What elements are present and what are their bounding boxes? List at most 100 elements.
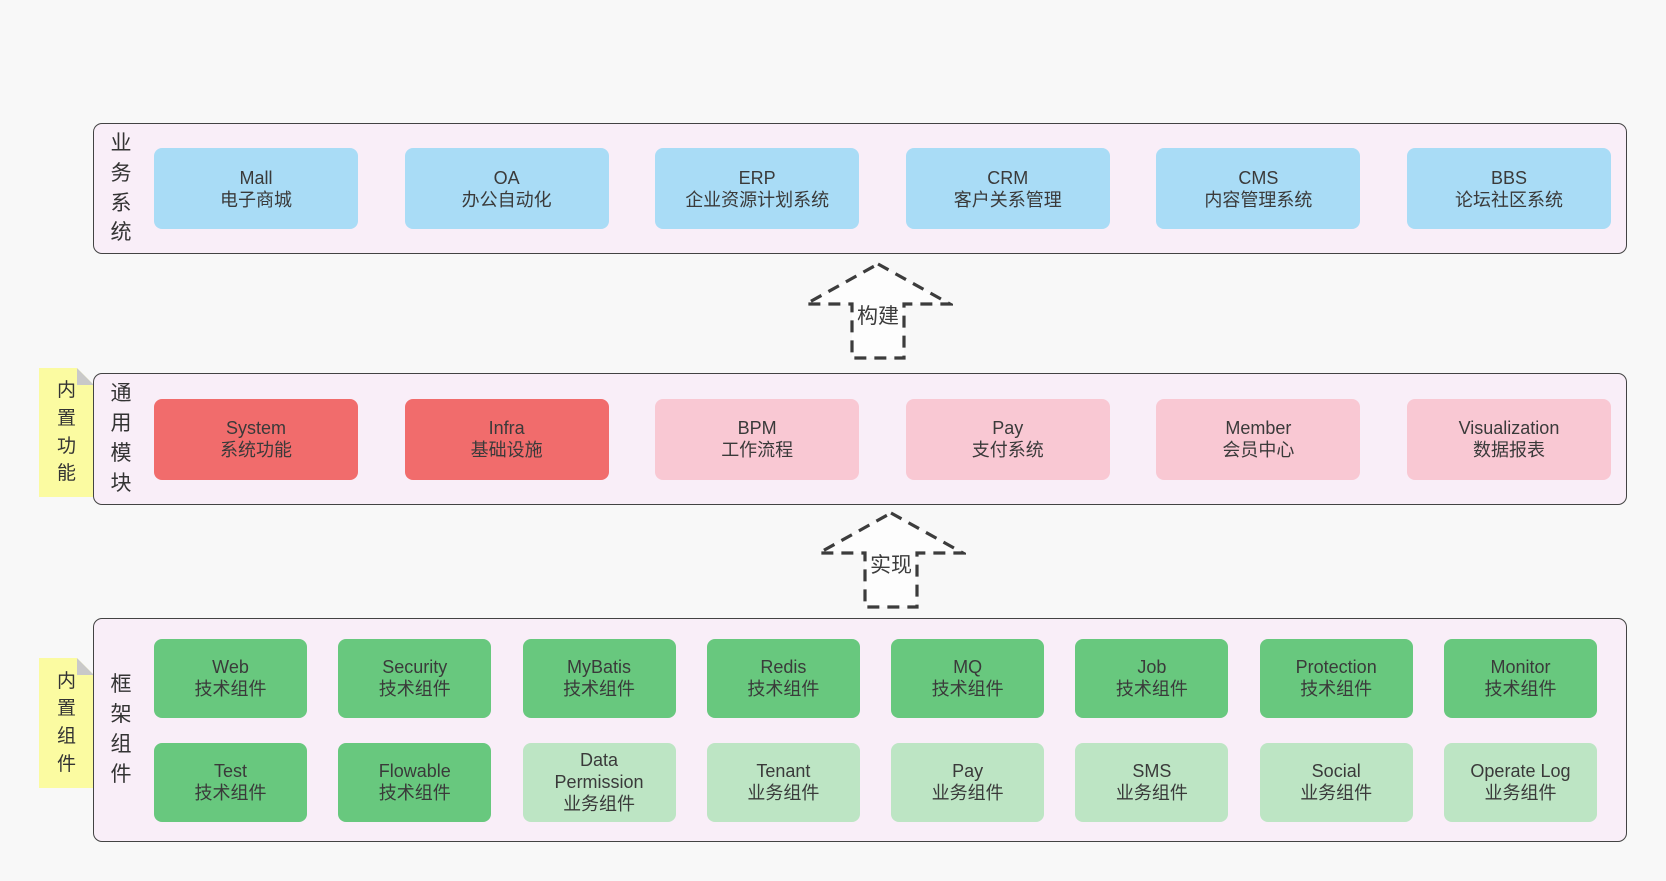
box-redis: Redis 技术组件 [706, 638, 860, 718]
common-modules-row: System 系统功能 Infra 基础设施 BPM 工作流程 Pay 支付系统… [148, 374, 1626, 504]
box-sms: SMS 业务组件 [1075, 742, 1229, 822]
layer-label-framework-components: 框架组件 [94, 619, 148, 841]
sticky-note-builtin-functions: 内置功能 [39, 368, 94, 497]
box-title: System [225, 418, 286, 438]
box-title: Test [213, 761, 247, 781]
box-subtitle: 业务组件 [563, 794, 636, 814]
layer-framework-components: 框架组件 Web 技术组件 Security 技术组件 MyBatis 技术组件… [93, 618, 1627, 842]
layer-business-systems: 业务系统 Mall 电子商城 OA 办公自动化 ERP 企业资源计划系统 CRM… [93, 123, 1627, 254]
tech-components-row: Web 技术组件 Security 技术组件 MyBatis 技术组件 Redi… [154, 638, 1597, 718]
box-oa: OA 办公自动化 [404, 148, 609, 229]
sticky-note-label: 内置功能 [56, 380, 76, 485]
layer-label-text: 框架组件 [110, 673, 132, 786]
business-systems-row: Mall 电子商城 OA 办公自动化 ERP 企业资源计划系统 CRM 客户关系… [148, 124, 1626, 253]
layer-label-business-systems: 业务系统 [94, 124, 148, 253]
box-title: Tenant [756, 761, 811, 781]
box-bpm: BPM 工作流程 [655, 398, 860, 480]
sticky-note-label: 内置组件 [56, 670, 76, 775]
box-job: Job 技术组件 [1075, 638, 1229, 718]
box-title: Monitor [1490, 657, 1551, 677]
box-subtitle: 客户关系管理 [953, 189, 1062, 210]
layer-common-modules: 通用模块 System 系统功能 Infra 基础设施 BPM 工作流程 Pay… [93, 373, 1627, 505]
box-subtitle: 技术组件 [194, 679, 267, 699]
box-data-permission: Data Permission 业务组件 [522, 742, 676, 822]
arrow-implement: 实现 [816, 511, 966, 609]
box-subtitle: 技术组件 [194, 783, 267, 803]
box-subtitle: 技术组件 [1300, 679, 1373, 699]
box-subtitle: 业务组件 [1484, 783, 1557, 803]
box-subtitle: 论坛社区系统 [1454, 189, 1563, 210]
box-mybatis: MyBatis 技术组件 [522, 638, 676, 718]
box-subtitle: 技术组件 [563, 679, 636, 699]
box-title: OA [493, 167, 520, 188]
box-subtitle: 支付系统 [971, 440, 1044, 460]
box-title: Infra [488, 418, 525, 438]
box-subtitle: 工作流程 [721, 440, 794, 460]
box-subtitle: 企业资源计划系统 [685, 189, 830, 210]
box-subtitle: 办公自动化 [461, 189, 552, 210]
box-social: Social 业务组件 [1259, 742, 1413, 822]
box-title: Job [1137, 657, 1167, 677]
box-protection: Protection 技术组件 [1259, 638, 1413, 718]
sticky-note-builtin-components: 内置组件 [39, 658, 94, 788]
up-arrow-icon [803, 262, 953, 360]
box-flowable: Flowable 技术组件 [338, 742, 492, 822]
box-title: Protection [1295, 657, 1377, 677]
box-title: Pay [992, 418, 1024, 438]
box-mq: MQ 技术组件 [891, 638, 1045, 718]
box-title: SMS [1132, 761, 1172, 781]
box-subtitle: 技术组件 [931, 679, 1004, 699]
biz-components-row: Test 技术组件 Flowable 技术组件 Data Permission … [154, 742, 1597, 822]
box-subtitle: 业务组件 [1300, 783, 1373, 803]
box-title: Social [1311, 761, 1361, 781]
box-title: ERP [738, 167, 776, 188]
box-subtitle: 技术组件 [1484, 679, 1557, 699]
box-subtitle: 系统功能 [220, 440, 292, 460]
box-mall: Mall 电子商城 [154, 148, 358, 229]
box-title: Operate Log [1470, 761, 1571, 781]
box-monitor: Monitor 技术组件 [1443, 638, 1597, 718]
box-title: Security [382, 657, 448, 677]
box-erp: ERP 企业资源计划系统 [655, 148, 860, 229]
framework-components-grid: Web 技术组件 Security 技术组件 MyBatis 技术组件 Redi… [148, 619, 1626, 841]
box-subtitle: 业务组件 [1115, 783, 1188, 803]
box-subtitle: 技术组件 [378, 783, 451, 803]
layer-label-text: 通用模块 [110, 382, 132, 495]
box-subtitle: 会员中心 [1222, 440, 1295, 460]
box-system: System 系统功能 [154, 398, 358, 480]
layer-label-text: 业务系统 [110, 131, 132, 245]
box-subtitle: 业务组件 [931, 783, 1004, 803]
box-pay-component: Pay 业务组件 [891, 742, 1045, 822]
box-title: MQ [953, 657, 983, 677]
box-title: CRM [987, 167, 1029, 188]
box-subtitle: 数据报表 [1472, 440, 1545, 460]
arrow-build: 构建 [803, 262, 953, 360]
box-test: Test 技术组件 [154, 742, 307, 822]
layer-label-common-modules: 通用模块 [94, 374, 148, 504]
box-title: BBS [1490, 167, 1527, 188]
box-title: Redis [760, 657, 807, 677]
box-subtitle: 技术组件 [747, 679, 820, 699]
box-title: Member [1225, 418, 1292, 438]
box-subtitle: 电子商城 [220, 189, 292, 210]
box-title: Mall [239, 167, 273, 188]
box-subtitle: 基础设施 [470, 440, 543, 460]
box-subtitle: 技术组件 [1115, 679, 1188, 699]
box-title: Pay [952, 761, 984, 781]
box-pay-module: Pay 支付系统 [905, 398, 1110, 480]
box-operate-log: Operate Log 业务组件 [1443, 742, 1597, 822]
box-title: MyBatis [567, 657, 632, 677]
box-subtitle: 内容管理系统 [1204, 189, 1313, 210]
box-title: BPM [737, 418, 777, 438]
box-member: Member 会员中心 [1156, 398, 1361, 480]
box-cms: CMS 内容管理系统 [1156, 148, 1361, 229]
arrow-label: 实现 [870, 554, 912, 577]
box-title: CMS [1238, 167, 1279, 188]
box-infra: Infra 基础设施 [404, 398, 609, 480]
box-subtitle: 业务组件 [747, 783, 820, 803]
box-subtitle: 技术组件 [378, 679, 451, 699]
up-arrow-icon [816, 511, 966, 609]
box-web: Web 技术组件 [154, 638, 307, 718]
box-title: Flowable [378, 761, 451, 781]
box-title: Data Permission [554, 750, 644, 792]
